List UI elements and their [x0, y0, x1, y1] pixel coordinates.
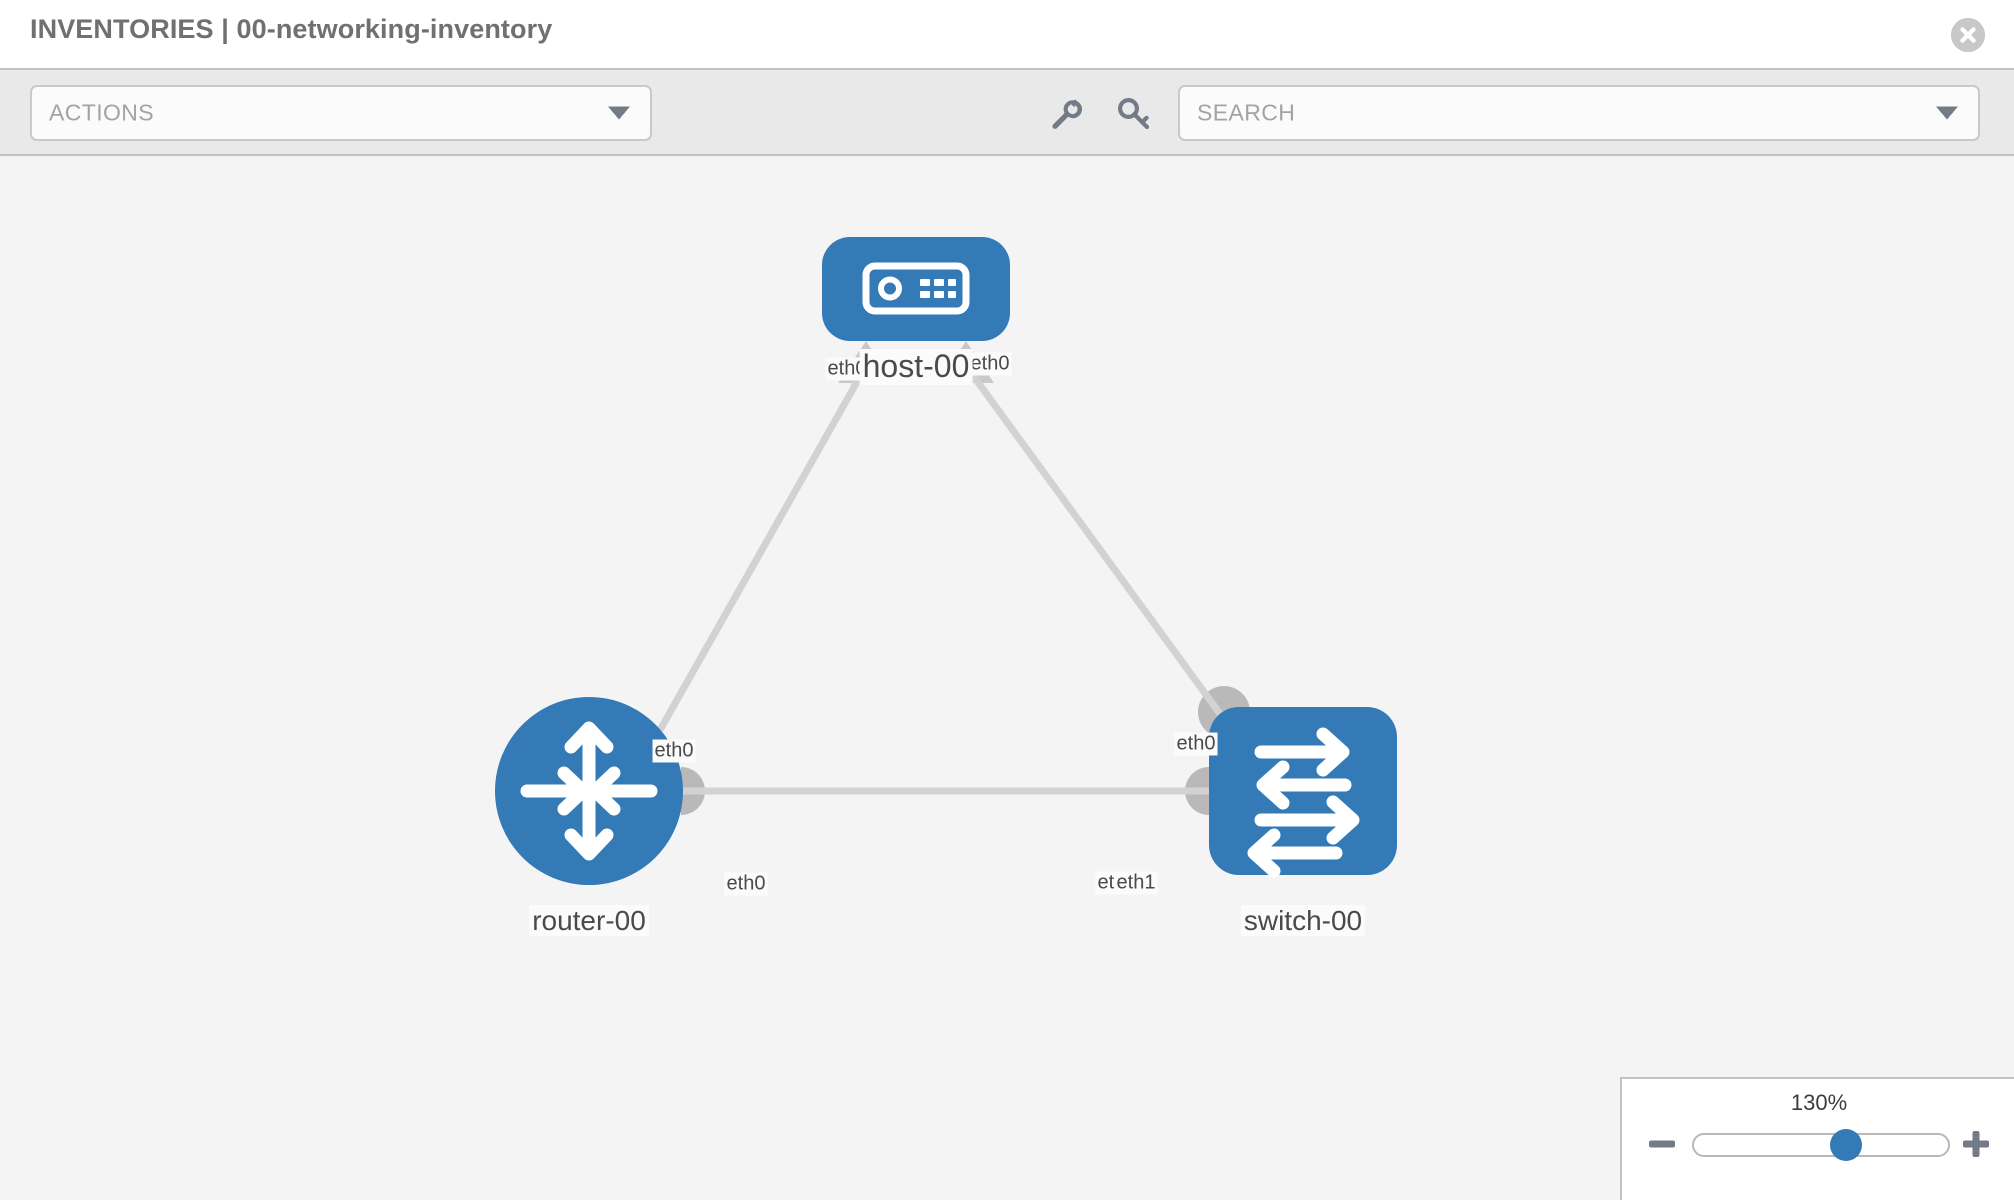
zoom-slider-thumb[interactable]	[1830, 1129, 1863, 1161]
node-label-host: host-00	[859, 348, 973, 385]
wrench-icon[interactable]	[1048, 96, 1084, 132]
toolbar: ACTIONS SEARCH	[0, 68, 2014, 156]
zoom-slider[interactable]	[1692, 1129, 1950, 1161]
link-connectors	[681, 341, 1250, 815]
edge-label: eth0	[1174, 732, 1218, 756]
edge-label: eth0	[968, 352, 1012, 376]
search-input[interactable]: SEARCH	[1178, 85, 1980, 141]
zoom-level-value: 130%	[1790, 1090, 1848, 1115]
page-title: INVENTORIES | 00-networking-inventory	[30, 14, 553, 44]
link-host-switch[interactable]	[963, 363, 1229, 725]
topology-graph	[495, 237, 1397, 885]
close-icon[interactable]	[1951, 18, 1985, 52]
node-router-00[interactable]	[495, 697, 683, 885]
actions-dropdown-label: ACTIONS	[49, 99, 155, 126]
node-host-00[interactable]	[822, 237, 1010, 341]
router-icon	[520, 721, 658, 861]
topology-canvas[interactable]: eth0 eth0 eth0 eth0 eth0 eth0 eth1 host-…	[0, 156, 2014, 1200]
edge-label: eth0	[724, 872, 768, 896]
zoom-control-panel: 130%	[1620, 1077, 2014, 1200]
node-label-router: router-00	[529, 905, 649, 937]
chevron-down-icon	[608, 106, 630, 120]
zoom-out-button[interactable]	[1647, 1129, 1677, 1159]
switch-icon	[1247, 727, 1360, 878]
edge-label: eth1	[1114, 871, 1158, 895]
edge-label: eth0	[825, 357, 869, 381]
link-host-router[interactable]	[656, 364, 870, 732]
node-switch-00[interactable]	[1209, 707, 1397, 878]
server-icon	[862, 262, 970, 315]
chevron-down-icon	[1936, 106, 1958, 120]
edge-label: eth0	[652, 739, 696, 763]
page-header: INVENTORIES | 00-networking-inventory	[0, 0, 2014, 68]
zoom-in-button[interactable]	[1961, 1129, 1991, 1159]
actions-dropdown[interactable]: ACTIONS	[30, 85, 652, 141]
links	[656, 363, 1229, 795]
node-label-switch: switch-00	[1240, 905, 1366, 937]
key-icon[interactable]	[1116, 96, 1152, 132]
search-placeholder: SEARCH	[1197, 99, 1296, 126]
